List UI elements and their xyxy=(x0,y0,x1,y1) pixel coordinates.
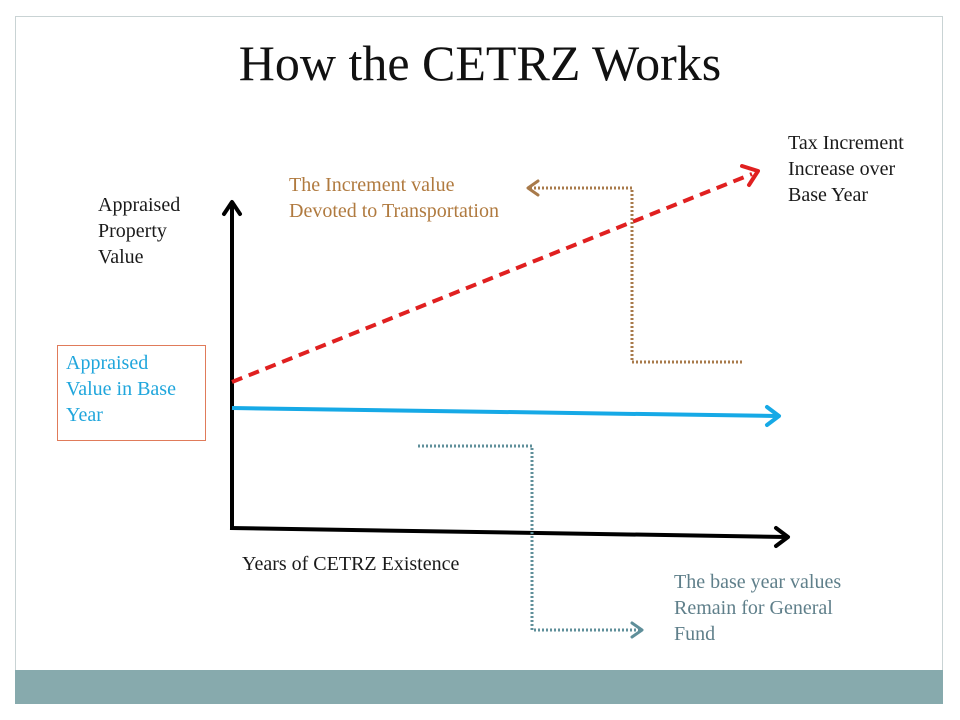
general-fund-label: The base year values Remain for General … xyxy=(674,571,842,645)
base-year-line xyxy=(231,406,777,418)
tax-increment-label: Tax Increment Increase over Base Year xyxy=(788,132,904,206)
footer-band xyxy=(15,670,943,704)
increment-value-label: The Increment value Devoted to Transport… xyxy=(289,174,499,222)
y-axis-label: Appraised Property Value xyxy=(98,194,181,268)
page-title: How the CETRZ Works xyxy=(238,35,722,91)
increment-line-arrowhead xyxy=(740,164,760,187)
y-axis-arrowhead xyxy=(222,200,242,216)
transport-connector-arrowhead xyxy=(526,179,540,197)
base-year-value-box: Appraised Value in Base Year xyxy=(57,345,206,441)
slide-frame xyxy=(15,16,943,704)
transport-connector xyxy=(530,186,742,364)
increment-line xyxy=(231,172,753,384)
fund-connector-arrowhead xyxy=(630,621,644,639)
x-axis xyxy=(229,526,787,539)
fund-connector xyxy=(418,444,640,632)
x-axis-arrowhead xyxy=(774,526,790,548)
x-axis-label: Years of CETRZ Existence xyxy=(242,553,460,575)
base-year-line-arrowhead xyxy=(765,405,781,427)
base-year-value-label: Appraised Value in Base Year xyxy=(66,352,176,426)
